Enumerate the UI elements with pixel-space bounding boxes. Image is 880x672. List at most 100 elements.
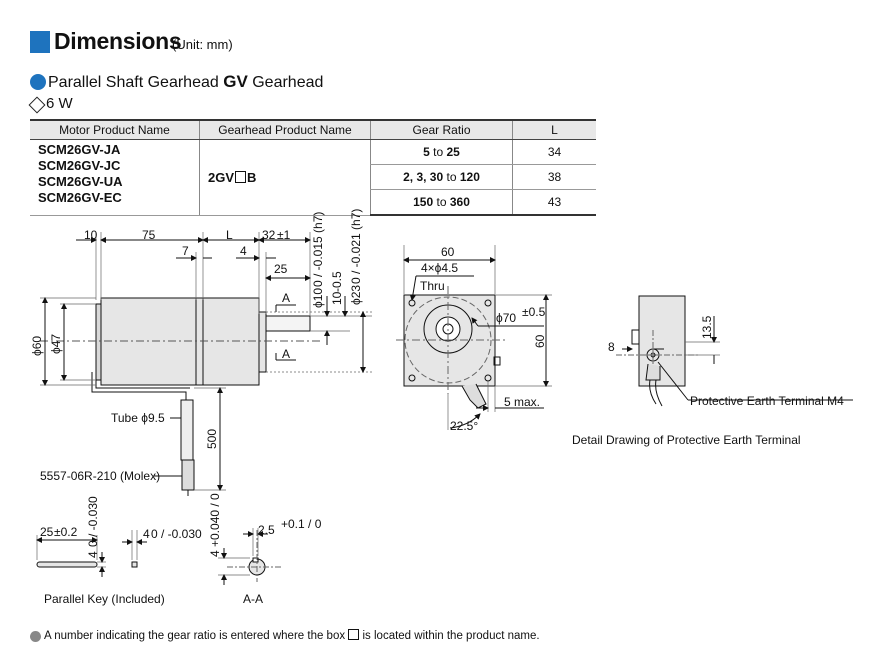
dim-10: 10 <box>84 228 98 242</box>
dim-60-top: 60 <box>441 245 455 259</box>
dim-l: L <box>226 228 233 242</box>
key-dim-4b: 4 <box>143 527 150 541</box>
table-header-row: Motor Product Name Gearhead Product Name… <box>30 119 596 140</box>
dim-25: 25 <box>274 262 288 276</box>
ratio-cell: 2, 3, 30 to 120 <box>370 164 513 190</box>
cable-exit <box>461 383 487 409</box>
connector-label: 5557-06R-210 (Molex) <box>40 469 160 483</box>
footnote-bullet-icon <box>30 631 41 642</box>
section-a-top: A <box>282 291 290 305</box>
ratio-cell: 150 to 360 <box>370 189 513 216</box>
product-table: Motor Product Name Gearhead Product Name… <box>30 119 596 216</box>
detail-caption: Detail Drawing of Protective Earth Termi… <box>572 433 801 447</box>
gearhead-pilot <box>258 311 267 373</box>
holes-label: 4×ϕ4.5 <box>421 261 458 275</box>
dim-phi23-tol: 0 / -0.021 (h7) <box>349 209 363 284</box>
motor-names-cell: SCM26GV-JA SCM26GV-JC SCM26GV-UA SCM26GV… <box>30 139 200 216</box>
terminal-label: Protective Earth Terminal M4 <box>690 394 844 408</box>
dim-phi60: ϕ60 <box>30 336 44 356</box>
col-gearhead: Gearhead Product Name <box>199 119 371 140</box>
connector <box>181 459 195 491</box>
table-row: SCM26GV-JA SCM26GV-JC SCM26GV-UA SCM26GV… <box>30 139 596 216</box>
l-cell: 38 <box>512 164 596 190</box>
ratio-b: 25 <box>446 145 460 159</box>
dim-angle: 22.5° <box>450 419 478 433</box>
ratio-to: to <box>429 145 447 159</box>
box-icon <box>348 629 360 640</box>
ratio-b: 360 <box>449 195 470 209</box>
tube <box>180 399 194 461</box>
col-ratio: Gear Ratio <box>370 119 513 140</box>
key-dim-4b-tol: 0 / -0.030 <box>151 527 202 541</box>
section-bullet-icon <box>30 74 46 90</box>
aa-dim-4: 4 <box>208 550 222 557</box>
footnote-after: is located within the product name. <box>359 630 540 642</box>
motor-name: SCM26GV-UA <box>38 174 123 189</box>
footnote-before: A number indicating the gear ratio is en… <box>44 630 349 642</box>
unit-label: (Unit: mm) <box>172 37 233 52</box>
footnote: A number indicating the gear ratio is en… <box>44 629 540 642</box>
detail-dim-8: 8 <box>608 340 615 354</box>
aa-dim-2-5: 2.5 <box>258 523 275 537</box>
aa-dim-2-5-tol: +0.1 / 0 <box>281 517 322 531</box>
dim-phi23: ϕ23 <box>349 285 363 305</box>
aa-dim-4-tol: +0.040 / 0 <box>208 493 222 547</box>
dim-phi10: ϕ10 <box>311 288 325 308</box>
key-dim-4a: 4 <box>86 551 100 558</box>
page-title: Dimensions <box>54 28 182 54</box>
dim-32-tol: ±1 <box>277 228 291 242</box>
box-icon <box>235 170 247 183</box>
dim-phi70: ϕ70 <box>496 311 516 325</box>
motor-name: SCM26GV-JC <box>38 158 121 173</box>
header-marker <box>30 31 50 53</box>
gearhead-cell: 2GV B <box>199 139 371 216</box>
detail-drawing <box>616 295 853 407</box>
ratio-cell: 5 to 25 <box>370 139 513 165</box>
table-row: 2, 3, 30 to 120 38 <box>30 164 596 190</box>
detail-body <box>638 295 686 387</box>
key-end <box>131 561 138 568</box>
aa-caption: A-A <box>243 592 263 606</box>
key-dim-4a-tol: 0 / -0.030 <box>86 496 100 547</box>
dim-10b: 10 <box>330 291 344 305</box>
dim-phi70-tol: ±0.5 <box>522 305 546 319</box>
dim-phi10-tol: 0 / -0.015 (h7) <box>311 212 325 287</box>
ratio-a: 2, 3, 30 <box>403 170 444 184</box>
gearhead-suffix: B <box>247 169 257 185</box>
section-title-brand: GV <box>223 72 248 91</box>
front-view <box>396 245 552 430</box>
dim-7: 7 <box>182 244 189 258</box>
dim-5max: 5 max. <box>504 395 540 409</box>
motor-name: SCM26GV-JA <box>38 142 121 157</box>
col-l: L <box>512 119 596 140</box>
ratio-to: to <box>433 195 450 209</box>
dim-4: 4 <box>240 244 247 258</box>
key-caption: Parallel Key (Included) <box>44 592 165 606</box>
section-title-suffix: Gearhead <box>247 74 324 91</box>
section-title-prefix: Parallel Shaft Gearhead <box>48 74 224 91</box>
detail-dim-13-5: 13.5 <box>700 315 714 339</box>
motor-name: SCM26GV-EC <box>38 190 122 205</box>
key-body <box>36 561 98 568</box>
dim-32: 32 <box>262 228 276 242</box>
dim-10b-tol: -0.5 <box>330 271 344 292</box>
power-rating: 6 W <box>46 95 73 112</box>
thru-label: Thru <box>420 279 445 293</box>
dim-75: 75 <box>142 228 156 242</box>
ratio-to: to <box>443 170 460 184</box>
parallel-key <box>36 530 147 577</box>
dim-60-side: 60 <box>533 334 547 348</box>
ratio-a: 5 <box>423 145 430 159</box>
dim-phi47: ϕ47 <box>49 334 63 354</box>
side-view <box>40 232 372 496</box>
section-aa <box>218 528 282 585</box>
section-title: Parallel Shaft Gearhead GV Gearhead <box>48 72 323 92</box>
dim-500: 500 <box>205 429 219 449</box>
ratio-b: 120 <box>459 170 480 184</box>
table-row: 150 to 360 43 <box>30 189 596 216</box>
l-cell: 43 <box>512 189 596 216</box>
key-dim-25-tol: ±0.2 <box>54 525 78 539</box>
key-dim-25: 25 <box>40 525 54 539</box>
gearhead-prefix: 2GV <box>208 169 235 185</box>
